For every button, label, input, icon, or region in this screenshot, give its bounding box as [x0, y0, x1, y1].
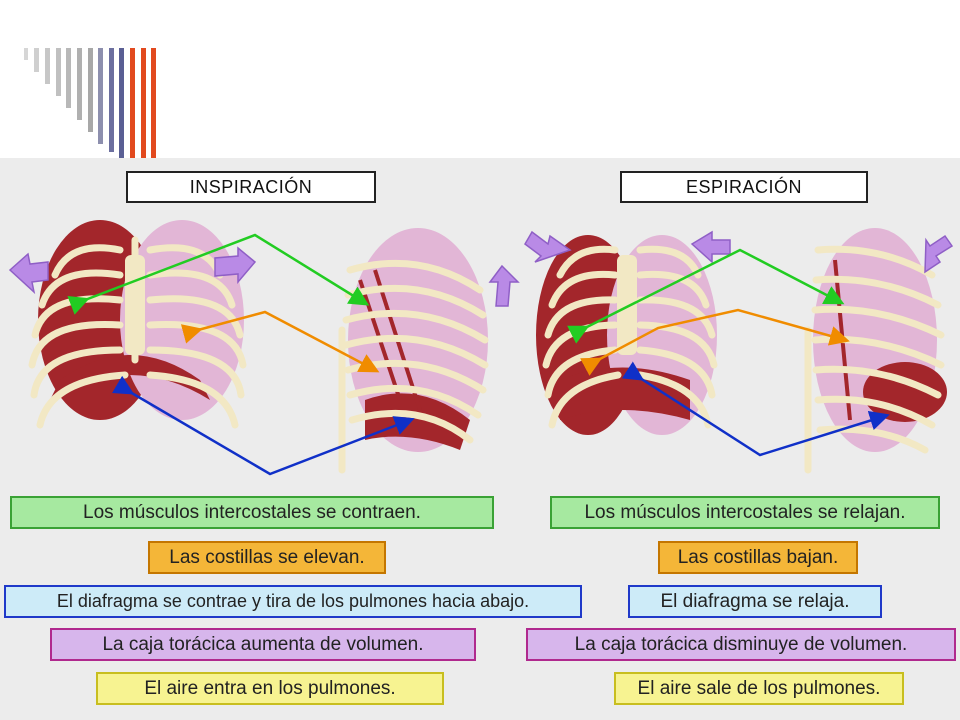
decorative-stripes — [24, 48, 156, 158]
inspiration-label-diaphragm: El diafragma se contrae y tira de los pu… — [4, 585, 582, 618]
front-ribcage-expiration — [536, 235, 718, 435]
expiration-label-volume: La caja torácica disminuye de volumen. — [526, 628, 956, 661]
inspiration-label-volume: La caja torácica aumenta de volumen. — [50, 628, 476, 661]
inspiration-title: INSPIRACIÓN — [126, 171, 376, 203]
expiration-label-diaphragm: El diafragma se relaja. — [628, 585, 882, 618]
side-ribcage-inspiration — [338, 228, 489, 474]
expiration-label-intercostal: Los músculos intercostales se relajan. — [550, 496, 940, 529]
movement-arrows — [8, 230, 954, 307]
inspiration-label-ribs: Las costillas se elevan. — [148, 541, 386, 574]
expiration-label-air: El aire sale de los pulmones. — [614, 672, 904, 705]
expiration-label-ribs: Las costillas bajan. — [658, 541, 858, 574]
inspiration-label-intercostal: Los músculos intercostales se contraen. — [10, 496, 494, 529]
inspiration-label-air: El aire entra en los pulmones. — [96, 672, 444, 705]
expiration-title: ESPIRACIÓN — [620, 171, 868, 203]
